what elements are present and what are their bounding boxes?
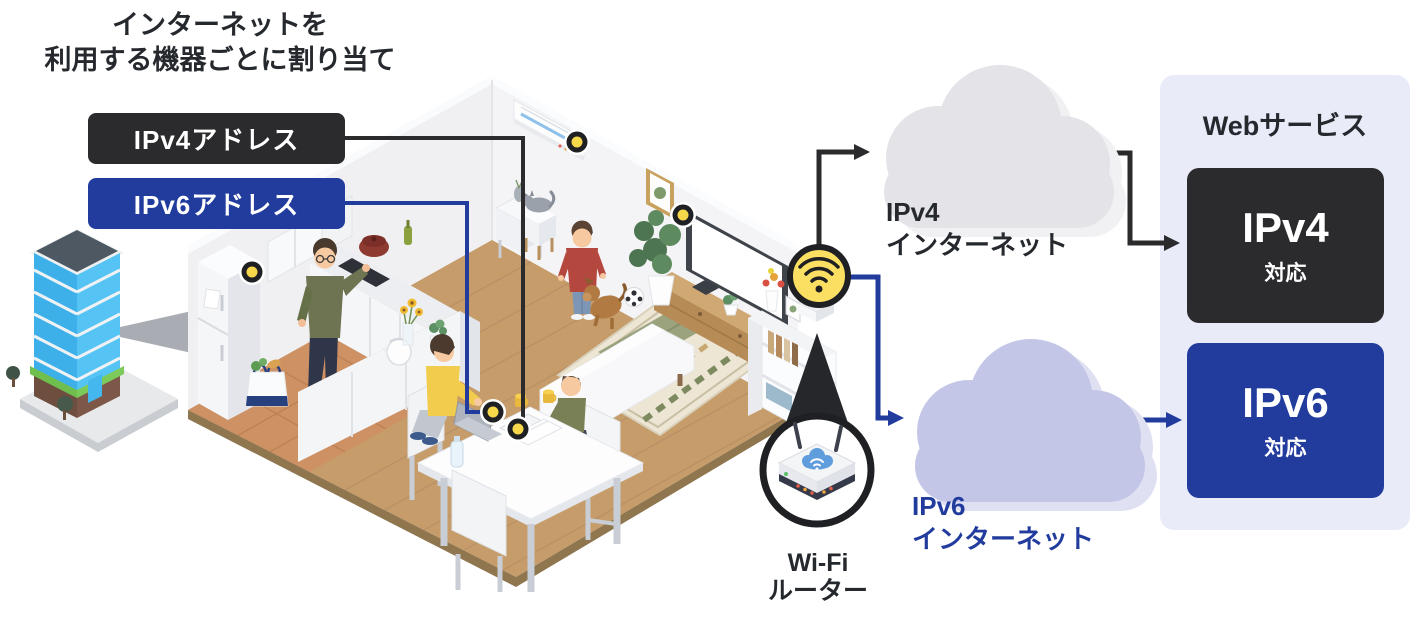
ipv6-service-box: IPv6 対応 <box>1187 343 1384 498</box>
device-marker-tv <box>670 202 696 228</box>
soccer-ball <box>624 287 644 307</box>
shelf-frame <box>785 295 801 323</box>
router-cloud-logo <box>802 448 833 471</box>
refrigerator <box>197 245 260 420</box>
flower-vase <box>400 298 423 346</box>
wifi-icon <box>787 244 851 308</box>
storage-box <box>766 382 792 412</box>
device-marker-laptop <box>480 399 506 425</box>
ipv4-internet-line1: IPv4 <box>886 197 940 227</box>
router-to-ipv4-cloud-arrow <box>816 144 870 247</box>
ipv4-internet-label: IPv4 インターネット <box>886 196 1068 262</box>
magnifier-pointer <box>776 333 858 452</box>
ipv6-cloud <box>915 339 1157 511</box>
laptop <box>453 401 502 442</box>
office-building <box>6 229 178 452</box>
tv-stand <box>653 272 788 374</box>
stand-plant <box>723 291 739 316</box>
device-marker-fridge <box>239 259 265 285</box>
mug <box>515 393 529 407</box>
wifi-router-line1: Wi-Fi <box>787 549 849 577</box>
ipv6-internet-line1: IPv6 <box>912 491 966 521</box>
diagram-title: インターネットを 利用する機器ごとに割り当て <box>0 8 440 78</box>
console-table <box>494 178 546 258</box>
wifi-router-magnifier <box>759 412 875 528</box>
stove-counter <box>310 220 460 392</box>
dining-chair <box>407 377 445 500</box>
oil-bottle <box>404 226 412 245</box>
mug <box>543 389 557 403</box>
ipv4-device-line <box>343 136 525 426</box>
ipv4-service-box: IPv4 対応 <box>1187 168 1384 323</box>
dog <box>582 277 628 329</box>
cooking-pot <box>359 237 389 257</box>
ipv4-internet-line2: インターネット <box>886 230 1069 260</box>
storage-box <box>798 398 824 428</box>
notebook <box>508 418 564 446</box>
son-figure <box>558 220 606 320</box>
kitchen-tile-floor <box>188 318 468 475</box>
router-on-shelf <box>796 282 836 322</box>
title-line2: 利用する機器ごとに割り当て <box>44 45 396 75</box>
tablet <box>498 413 546 437</box>
rug <box>556 286 782 437</box>
wifi-router-icon <box>777 422 857 500</box>
shelf-flowers <box>762 268 785 312</box>
web-services-title: Webサービス <box>1202 111 1368 141</box>
kitchen-island <box>298 298 480 462</box>
title-line1: インターネットを <box>112 10 328 40</box>
ipv4-address-text: IPv4アドレス <box>133 125 300 155</box>
father-figure <box>297 238 370 394</box>
ipv4-service-support: 対応 <box>1264 261 1307 285</box>
monstera-plant <box>629 210 681 306</box>
device-marker-aircon <box>564 129 590 155</box>
wood-floor <box>188 240 798 587</box>
ipv6-internet-label: IPv6 インターネット <box>912 490 1094 556</box>
high-chair <box>583 403 621 542</box>
ipv6-service-name: IPv6 <box>1242 378 1329 426</box>
dining-table <box>416 406 645 592</box>
kettle <box>381 337 412 366</box>
bookshelf <box>748 268 837 449</box>
cat <box>522 190 556 213</box>
router-to-ipv6-cloud-arrow <box>845 274 904 426</box>
dining-chair <box>451 469 507 592</box>
wifi-router-line2: ルーター <box>767 577 868 605</box>
cat-stool <box>522 190 556 260</box>
ipv6-address-label: IPv6アドレス <box>88 178 345 229</box>
media-player <box>692 274 730 295</box>
zoom-beam <box>98 302 232 362</box>
ipv6-internet-line2: インターネット <box>912 524 1095 554</box>
mother-figure <box>410 334 482 445</box>
tv <box>686 210 788 326</box>
water-bottle <box>450 436 464 468</box>
small-plant <box>429 319 447 348</box>
ipv6-device-line <box>343 201 486 414</box>
wifi-router-label: Wi-Fi ルーター <box>733 549 903 605</box>
air-conditioner <box>513 99 585 161</box>
ipv4-service-name: IPv4 <box>1242 203 1329 251</box>
ipv6-address-text: IPv6アドレス <box>133 190 300 220</box>
picture-frame <box>646 168 674 219</box>
ipv6-service-support: 対応 <box>1264 436 1307 460</box>
daughter-figure <box>548 376 590 472</box>
device-marker-tablet <box>505 416 531 442</box>
books <box>768 330 798 367</box>
shopping-bag <box>245 358 289 407</box>
sofa <box>539 312 702 444</box>
ipv4-address-label: IPv4アドレス <box>88 113 345 164</box>
right-wall <box>492 76 798 412</box>
